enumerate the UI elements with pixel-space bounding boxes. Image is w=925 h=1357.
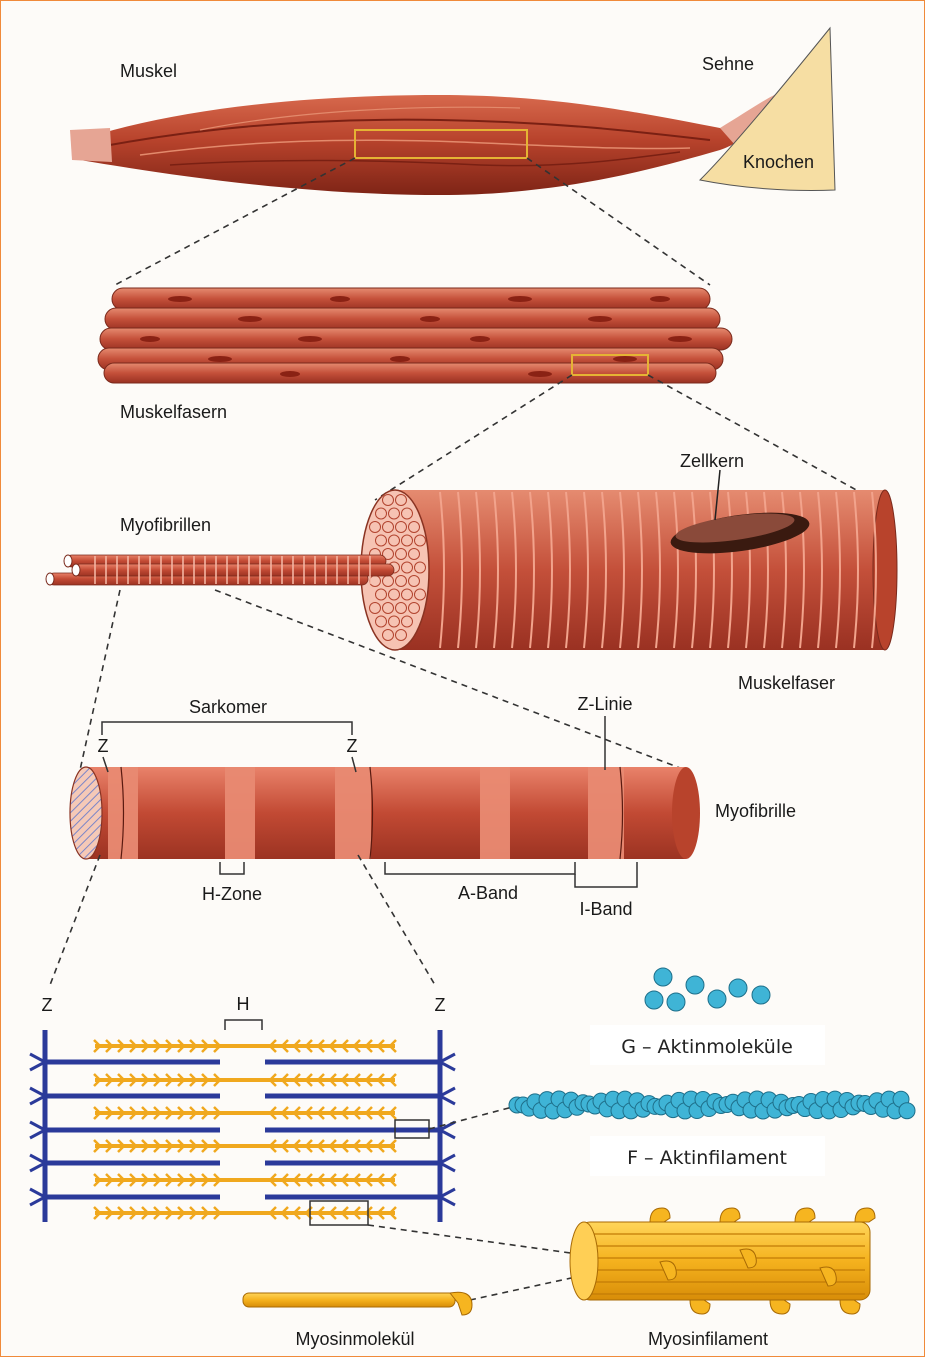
label-knochen: Knochen — [743, 152, 814, 172]
label-sarkomer: Sarkomer — [189, 697, 267, 717]
label-myofibrillen: Myofibrillen — [120, 515, 211, 535]
zoom-line — [50, 855, 100, 985]
label-f-aktin: F – Aktinfilament — [627, 1147, 787, 1169]
sarcomere-filaments — [30, 1030, 455, 1222]
label-myosinmolekuel: Myosinmolekül — [295, 1329, 414, 1349]
muscle-fibers-bundle — [98, 288, 732, 383]
muscle-fiber-cylinder — [361, 470, 897, 650]
zoom-line — [470, 1275, 585, 1300]
zoom-line — [368, 1225, 585, 1255]
label-a-band: A-Band — [458, 883, 518, 903]
myosin-filament — [570, 1208, 875, 1314]
i-band-bracket — [575, 862, 637, 887]
label-sehne: Sehne — [702, 54, 754, 74]
label-muskelfaser: Muskelfaser — [738, 673, 835, 693]
label-z-right: Z — [347, 736, 358, 756]
label-z-left: Z — [98, 736, 109, 756]
h-bracket — [225, 1020, 262, 1030]
label-muskelfasern: Muskelfasern — [120, 402, 227, 422]
g-actin-molecules — [645, 968, 770, 1011]
h-zone-bracket — [220, 862, 244, 874]
myofibril-cylinder — [70, 767, 700, 859]
sarkomer-bracket — [102, 722, 352, 735]
label-z-sarcomere-right: Z — [435, 995, 446, 1015]
label-myosinfilament: Myosinfilament — [648, 1329, 768, 1349]
myofibrils-strands — [46, 555, 394, 585]
zoom-line — [429, 1105, 520, 1129]
zoom-line — [375, 375, 572, 500]
f-actin-filament — [509, 1091, 915, 1119]
label-g-aktin: G – Aktinmoleküle — [621, 1036, 793, 1058]
zoom-line — [648, 375, 860, 492]
label-h-zone: H-Zone — [202, 884, 262, 904]
myosin-molecule — [243, 1292, 472, 1315]
label-z-sarcomere-left: Z — [42, 995, 53, 1015]
label-myofibrille: Myofibrille — [715, 801, 796, 821]
label-i-band: I-Band — [579, 899, 632, 919]
label-h: H — [237, 994, 250, 1014]
label-zellkern: Zellkern — [680, 451, 744, 471]
label-z-linie: Z-Linie — [577, 694, 632, 714]
a-band-bracket — [385, 862, 575, 874]
zoom-line — [527, 158, 710, 285]
label-muskel: Muskel — [120, 61, 177, 81]
